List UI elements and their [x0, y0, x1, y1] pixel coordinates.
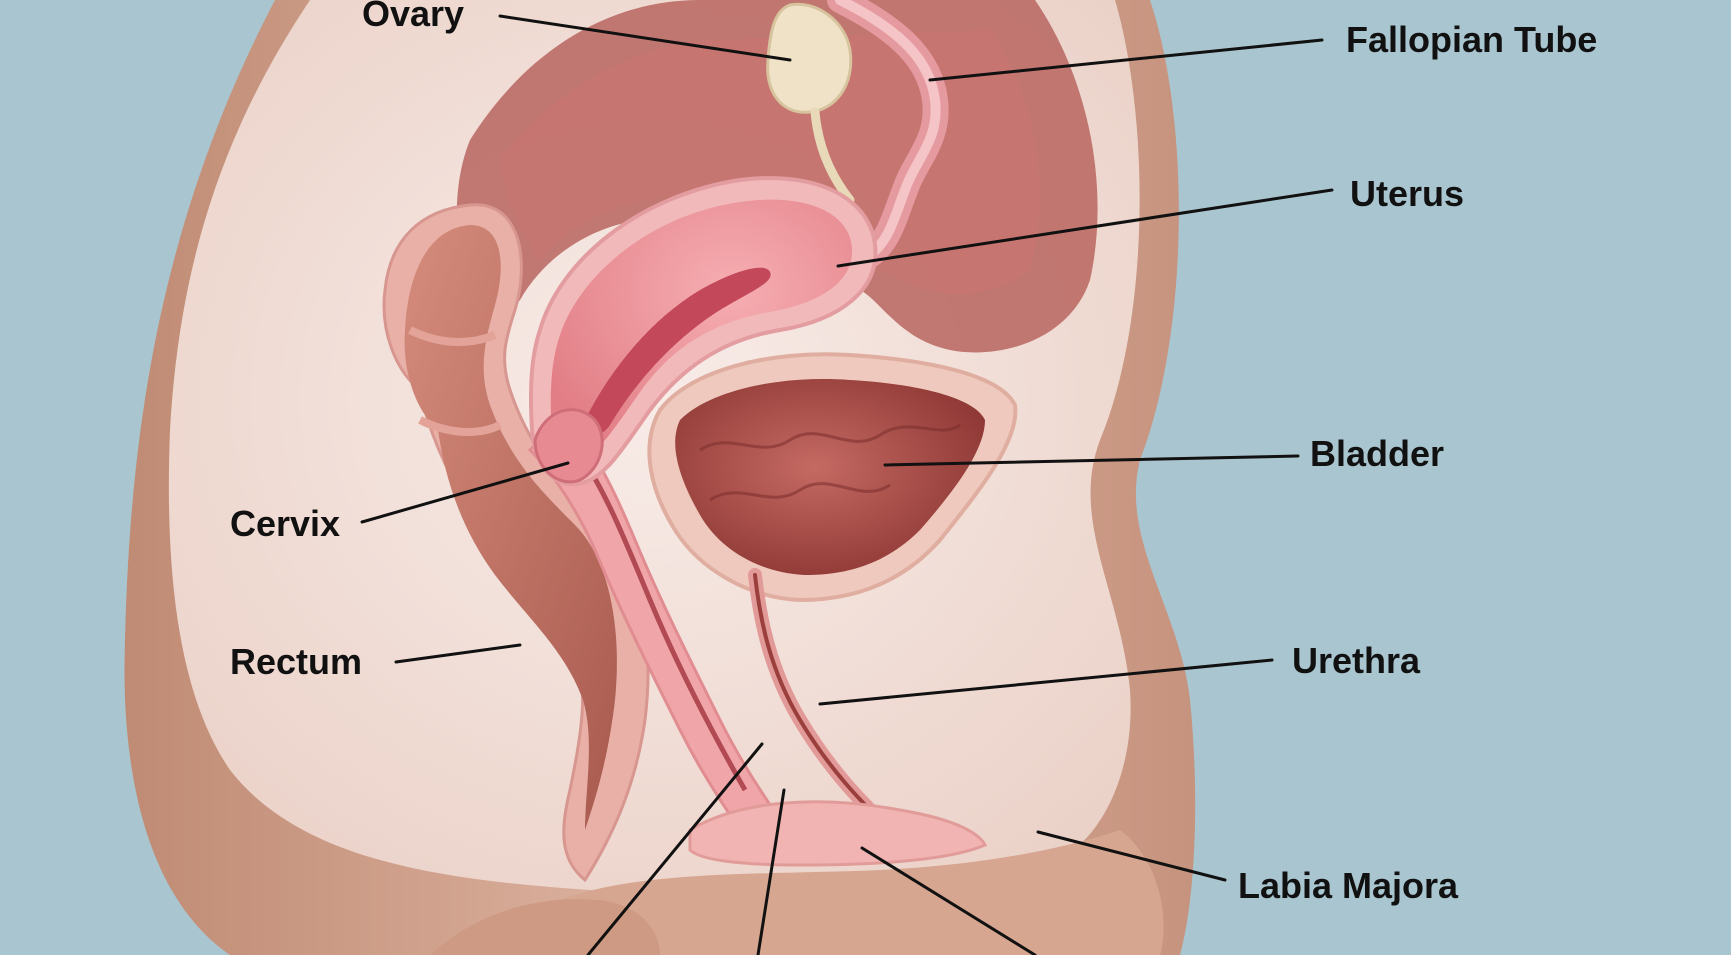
fallopian-tube-label: Fallopian Tube: [1346, 19, 1597, 60]
rectum-label: Rectum: [230, 641, 362, 682]
bladder-label: Bladder: [1310, 433, 1444, 474]
uterus-label: Uterus: [1350, 173, 1464, 214]
urethra-label: Urethra: [1292, 640, 1421, 681]
ovary-label: Ovary: [362, 0, 464, 34]
cervix-label: Cervix: [230, 503, 340, 544]
labia-majora-label: Labia Majora: [1238, 865, 1459, 906]
